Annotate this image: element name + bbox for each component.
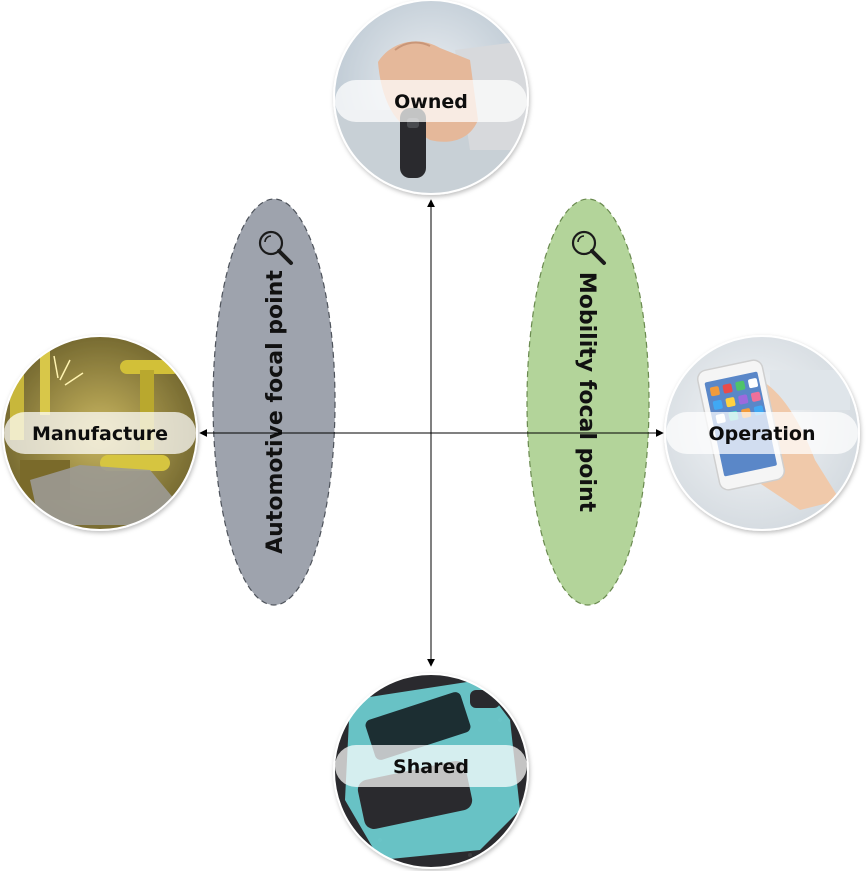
mobility-focal-label: Mobility focal point	[574, 272, 599, 513]
shared-label: Shared	[393, 756, 469, 778]
manufacture-label-pill	[4, 412, 196, 454]
owned-label-pill	[335, 80, 527, 122]
shared-label-pill	[335, 745, 527, 787]
manufacture-label: Manufacture	[32, 423, 168, 445]
node-owned: Owned	[333, 0, 529, 195]
operation-label-pill	[666, 412, 858, 454]
node-operation: Operation	[664, 335, 860, 531]
axes	[199, 199, 664, 667]
mobility-focal-ellipse	[526, 198, 650, 606]
automotive-focal-ellipse	[212, 198, 336, 606]
automotive-focal-point: Automotive focal point	[212, 198, 336, 606]
magnifier-icon	[571, 230, 606, 265]
owned-label: Owned	[394, 91, 468, 113]
magnifier-icon	[258, 230, 293, 265]
operation-label: Operation	[708, 423, 815, 445]
node-shared: Shared	[333, 673, 529, 869]
node-manufacture: Manufacture	[2, 335, 198, 531]
mobility-focal-point: Mobility focal point	[526, 198, 650, 606]
automotive-focal-label: Automotive focal point	[263, 270, 288, 554]
